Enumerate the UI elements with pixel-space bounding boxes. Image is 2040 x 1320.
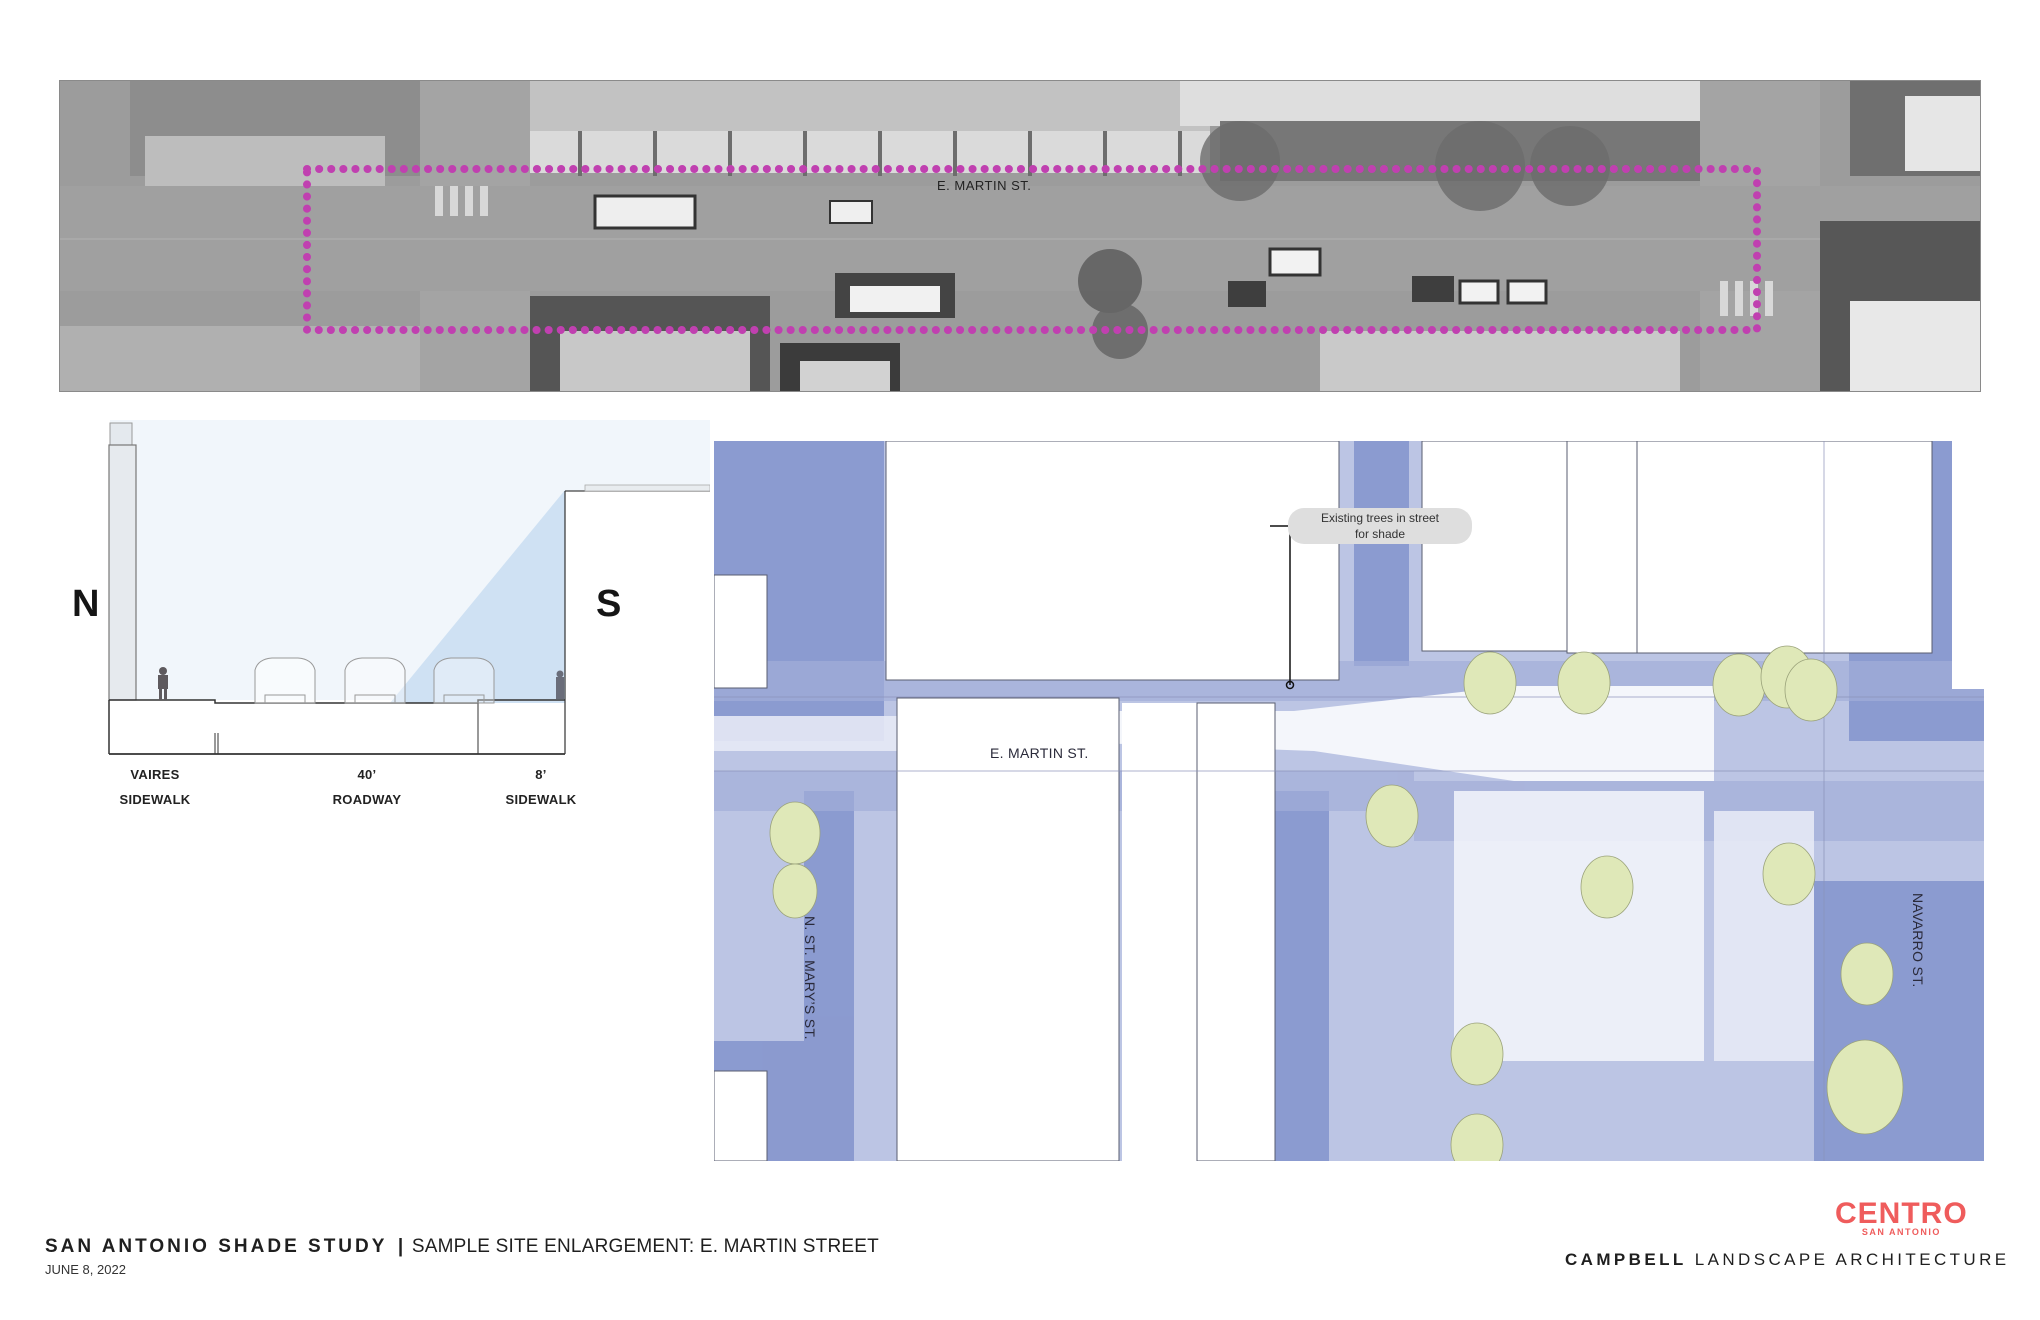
north-label: N: [72, 583, 100, 625]
callout-existing-trees: Existing trees in street for shade: [1288, 508, 1472, 544]
centro-logo-main: CENTRO: [1835, 1197, 1968, 1230]
zone-dimension: VAIRES: [130, 767, 180, 782]
aerial-photo-graphic: [60, 81, 1980, 391]
section-zone-8ft-sidewalk: 8’ SIDEWALK: [486, 762, 596, 812]
callout-line-2: for shade: [1354, 527, 1406, 541]
south-label: S: [596, 583, 622, 625]
shade-plan-graphic: [714, 441, 1984, 1161]
zone-label: ROADWAY: [332, 792, 402, 807]
street-label-n-st-marys: N. ST. MARY’S ST.: [802, 916, 818, 1040]
street-label-navarro: NAVARRO ST.: [1910, 893, 1926, 988]
sheet-date: JUNE 8, 2022: [45, 1262, 126, 1277]
zone-label: SIDEWALK: [119, 792, 191, 807]
zone-dimension: 40’: [357, 767, 377, 782]
footer-title-block: SAN ANTONIO SHADE STUDY | SAMPLE SITE EN…: [45, 1236, 879, 1258]
firm-name-bold: CAMPBELL: [1565, 1250, 1687, 1269]
shade-plan: E. MARTIN ST. N. ST. MARY’S ST. NAVARRO …: [714, 441, 1984, 1161]
sheet-subtitle: SAMPLE SITE ENLARGEMENT: E. MARTIN STREE…: [411, 1236, 879, 1257]
aerial-street-label: E. MARTIN ST.: [937, 178, 1032, 193]
street-section: N S VAIRES SIDEWALK 40’ ROADWAY 8’ SIDEW…: [60, 415, 711, 815]
zone-label: SIDEWALK: [505, 792, 577, 807]
centro-logo-sub: SAN ANTONIO: [1861, 1227, 1941, 1237]
callout-line-1: Existing trees in street: [1320, 511, 1440, 525]
zone-dimension: 8’: [535, 767, 547, 782]
section-zone-roadway: 40’ ROADWAY: [312, 762, 422, 812]
centro-logo: CENTRO SAN ANTONIO: [1835, 1197, 1968, 1237]
firm-name-rest: LANDSCAPE ARCHITECTURE: [1694, 1250, 2010, 1269]
project-title: SAN ANTONIO SHADE STUDY: [45, 1236, 388, 1257]
section-zone-vaires-sidewalk: VAIRES SIDEWALK: [100, 762, 210, 812]
street-section-graphic: [108, 420, 711, 755]
street-label-e-martin: E. MARTIN ST.: [990, 745, 1089, 761]
title-separator: |: [397, 1236, 404, 1257]
aerial-photo: E. MARTIN ST.: [59, 80, 1981, 392]
firm-name: CAMPBELL LANDSCAPE ARCHITECTURE: [1565, 1250, 2010, 1270]
